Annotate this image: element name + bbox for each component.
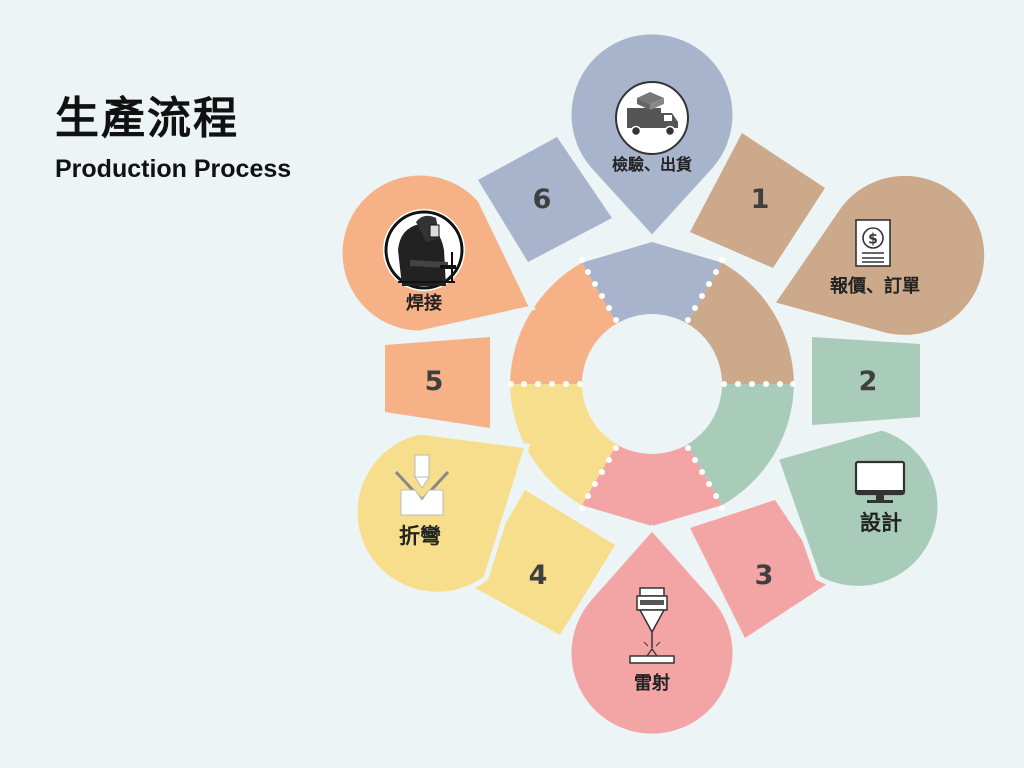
step-label-design: 設計 <box>860 511 902 535</box>
step-number-2: 2 <box>859 366 878 397</box>
ring-center-hole <box>582 314 722 454</box>
connector-1 <box>690 133 825 268</box>
delivery-truck-icon <box>615 81 689 155</box>
inner-ring <box>508 242 796 526</box>
step-number-3: 3 <box>755 560 774 591</box>
page-title: 生產流程 <box>55 93 239 144</box>
press-brake-bend-icon <box>394 454 450 516</box>
page-subtitle: Production Process <box>55 155 292 183</box>
ring-dotted-separators <box>508 257 796 511</box>
ring-segment-welding <box>510 262 617 384</box>
step-numbers: 1 2 3 4 5 6 <box>425 184 878 591</box>
welder-icon <box>383 209 465 291</box>
connector-4 <box>470 490 615 635</box>
step-label-bending: 折彎 <box>399 524 441 548</box>
ring-segment-bending <box>510 384 617 506</box>
step-label-welding: 焊接 <box>406 292 442 314</box>
step-number-4: 4 <box>529 560 548 591</box>
step-label-inspection: 檢驗、出貨 <box>612 155 692 174</box>
connector-5 <box>385 337 490 428</box>
step-number-5: 5 <box>425 366 444 397</box>
monitor-icon <box>854 460 906 503</box>
step-number-6: 6 <box>533 184 552 215</box>
step-number-1: 1 <box>751 184 770 215</box>
connector-6 <box>478 137 612 262</box>
ring-segment-quote <box>687 262 794 384</box>
svg-text:$: $ <box>868 232 878 248</box>
invoice-icon: $ <box>855 219 891 267</box>
step-label-laser: 雷射 <box>634 672 670 694</box>
step-label-quote: 報價、訂單 <box>830 275 920 297</box>
connector-wedges <box>385 133 920 638</box>
ring-segment-design <box>687 384 794 506</box>
ring-segment-laser <box>581 444 723 526</box>
step-labels: 報價、訂單 設計 雷射 折彎 焊接 檢驗、出貨 <box>399 155 920 694</box>
laser-cutter-icon <box>629 587 675 664</box>
connector-2 <box>812 337 920 425</box>
ring-segment-inspection <box>581 242 723 324</box>
connector-3 <box>690 500 830 638</box>
